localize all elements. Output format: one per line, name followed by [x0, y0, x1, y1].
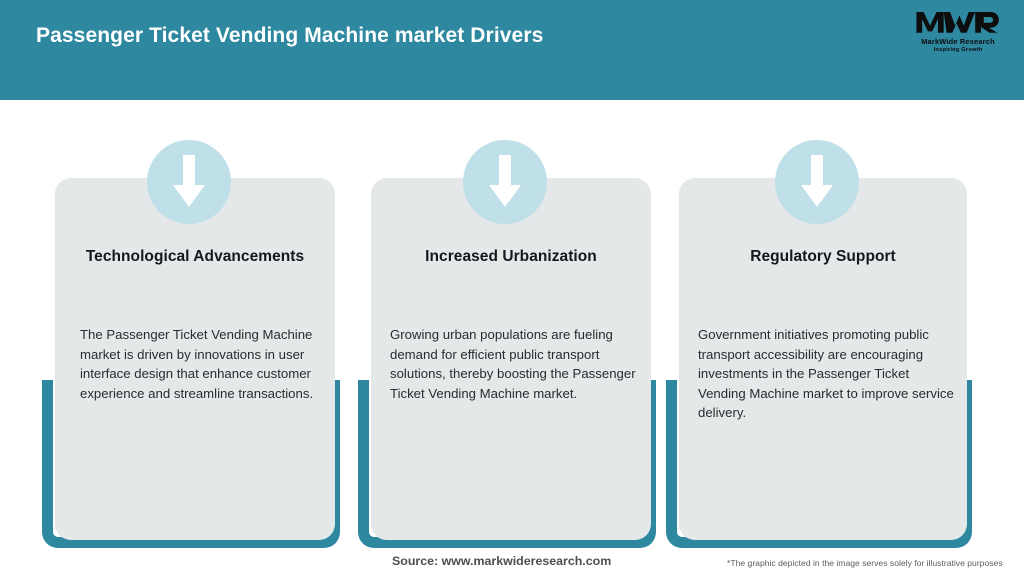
down-arrow-glyph	[489, 155, 521, 207]
logo-company-name: MarkWide Research	[921, 37, 995, 46]
card-body-text: Growing urban populations are fueling de…	[390, 327, 636, 401]
card-heading: Technological Advancements	[85, 248, 305, 265]
card-body-text: Government initiatives promoting public …	[698, 327, 954, 420]
card-panel	[679, 178, 967, 540]
driver-card-1[interactable]: Technological Advancements The Passenger…	[42, 100, 358, 548]
card-panel	[371, 178, 651, 540]
card-body-text: The Passenger Ticket Vending Machine mar…	[80, 327, 314, 401]
down-arrow-glyph	[801, 155, 833, 207]
card-heading: Regulatory Support	[750, 248, 896, 265]
disclaimer-note: *The graphic depicted in the image serve…	[727, 558, 1003, 568]
down-arrow-icon	[775, 140, 859, 224]
page-title: Passenger Ticket Vending Machine market …	[36, 24, 544, 47]
down-arrow-glyph	[173, 155, 205, 207]
logo-tagline: Inspiring Growth	[933, 46, 983, 53]
markwide-research-logo: MarkWide Research Inspiring Growth	[906, 8, 1010, 58]
card-heading: Increased Urbanization	[425, 248, 597, 265]
driver-card-2[interactable]: Increased Urbanization Growing urban pop…	[358, 100, 674, 548]
card-panel	[55, 178, 335, 540]
down-arrow-icon	[147, 140, 231, 224]
header-bar: Passenger Ticket Vending Machine market …	[0, 0, 1024, 100]
source-label: Source: www.markwideresearch.com	[392, 554, 612, 568]
drivers-card-group: Technological Advancements The Passenger…	[0, 100, 1024, 548]
down-arrow-icon	[463, 140, 547, 224]
driver-card-3[interactable]: Regulatory Support Government initiative…	[666, 100, 982, 548]
mwr-monogram-icon	[916, 11, 999, 33]
